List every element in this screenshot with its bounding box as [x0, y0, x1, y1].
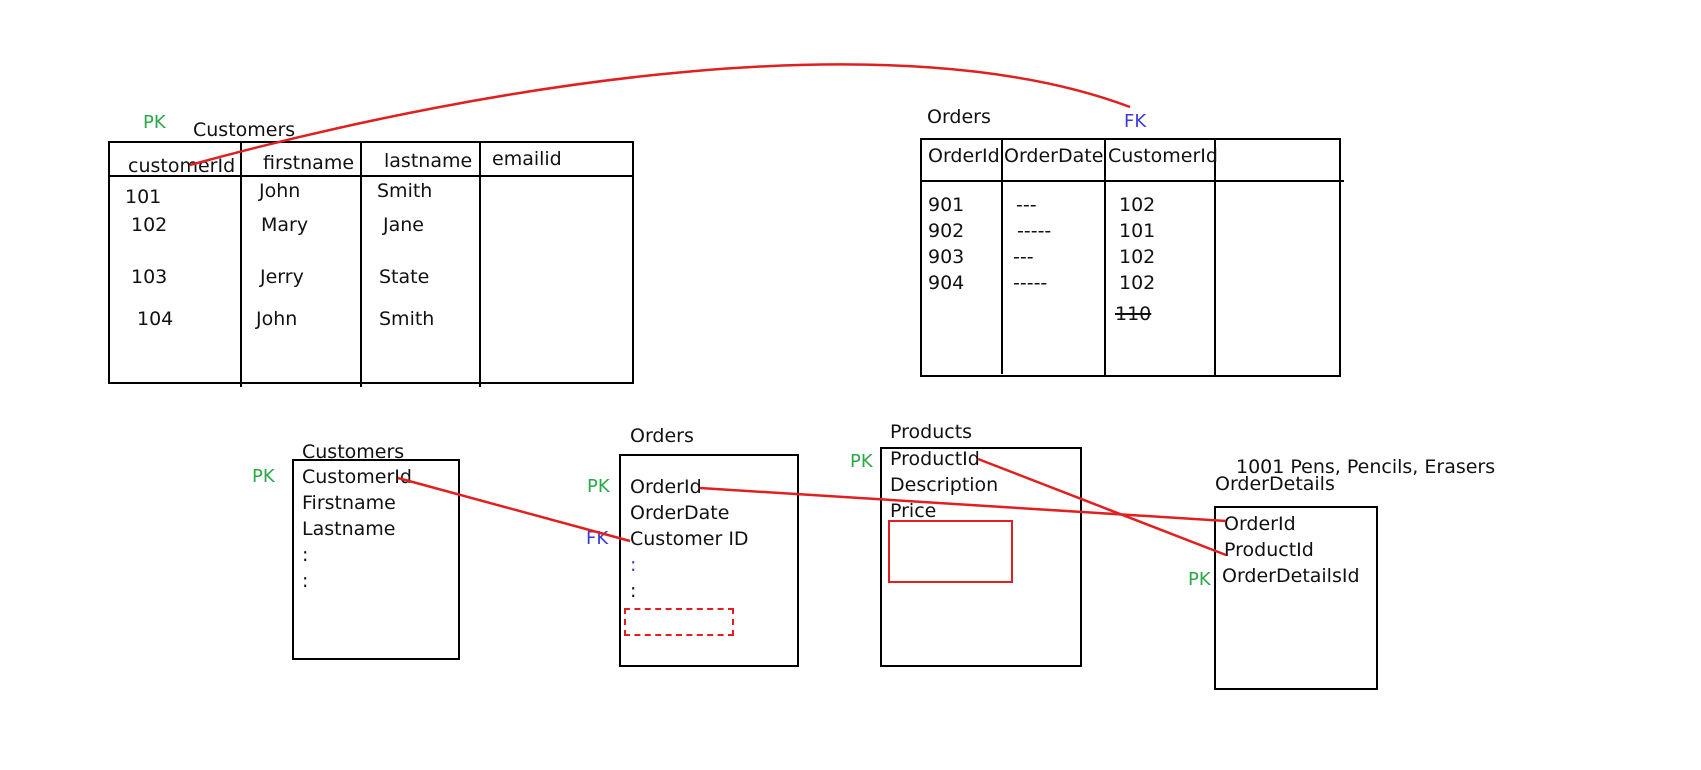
pk-label-top-customers: PK	[143, 112, 166, 133]
entity-field: :	[302, 544, 309, 566]
top-customers-col-divider	[479, 141, 481, 387]
pk-label-bottom-customers: PK	[252, 466, 275, 487]
relationship-line-customerid-fk	[189, 63, 1131, 167]
top-customers-table	[108, 141, 634, 384]
entity-field: Lastname	[302, 518, 396, 540]
table-cell: -----	[1013, 272, 1048, 294]
table-cell: Smith	[379, 308, 435, 330]
bottom-orderdetails-title: OrderDetails	[1215, 473, 1335, 495]
entity-field: OrderDate	[630, 502, 730, 524]
table-cell: State	[379, 266, 430, 288]
table-cell: ---	[1016, 194, 1037, 216]
entity-field: :	[630, 580, 637, 602]
table-cell: Smith	[377, 180, 433, 202]
entity-field: OrderId	[630, 476, 702, 498]
table-cell: 104	[137, 308, 174, 330]
table-cell: 102	[1119, 272, 1156, 294]
table-cell: -----	[1017, 220, 1052, 242]
top-customers-title: Customers	[193, 119, 296, 141]
table-cell: 101	[125, 186, 162, 208]
top-orders-col-divider	[1214, 138, 1216, 377]
top-orders-header-divider	[920, 180, 1344, 182]
table-cell: John	[259, 180, 301, 202]
top-orders-header-customerid: CustomerId	[1108, 145, 1218, 167]
table-cell: 102	[131, 214, 168, 236]
bottom-products-title: Products	[890, 421, 973, 443]
table-cell: Jane	[383, 214, 424, 236]
top-orders-table	[920, 138, 1341, 377]
entity-field: ProductId	[890, 448, 980, 470]
bottom-orders-title: Orders	[630, 425, 694, 447]
relationship-line-customer-order	[397, 476, 631, 543]
table-cell: 904	[928, 272, 965, 294]
top-customers-header-lastname: lastname	[384, 150, 473, 172]
table-cell: 903	[928, 246, 965, 268]
entity-field: ProductId	[1224, 539, 1314, 561]
fk-label-top-orders: FK	[1124, 111, 1147, 132]
entity-field: Price	[890, 500, 937, 522]
top-customers-col-divider	[360, 141, 362, 387]
top-customers-header-firstname: firstname	[263, 152, 355, 174]
entity-field: :	[302, 570, 309, 592]
top-orders-header-orderdate: OrderDate	[1004, 145, 1104, 167]
entity-field: Firstname	[302, 492, 396, 514]
entity-field: Customer ID	[630, 528, 749, 550]
entity-field: OrderId	[1224, 513, 1296, 535]
table-cell: ---	[1013, 246, 1034, 268]
redacted-area	[888, 520, 1013, 583]
bottom-customers-title: Customers	[302, 441, 405, 463]
table-cell: 902	[928, 220, 965, 242]
entity-field: :	[630, 554, 637, 576]
orderdetails-note: 1001 Pens, Pencils, Erasers	[1236, 456, 1496, 478]
pk-label-bottom-products: PK	[850, 451, 873, 472]
table-cell: Jerry	[260, 266, 304, 288]
redacted-area	[624, 608, 734, 636]
top-orders-header-orderid: OrderId	[928, 145, 1000, 167]
bottom-orderdetails-entity	[1214, 506, 1378, 690]
relationship-line-product-orderdetails	[977, 457, 1227, 557]
relationship-line-order-orderdetails	[699, 486, 1227, 523]
top-orders-col-divider	[1104, 138, 1106, 377]
table-cell: 102	[1119, 194, 1156, 216]
table-cell: John	[256, 308, 298, 330]
table-cell: 101	[1119, 220, 1156, 242]
top-customers-col-divider	[240, 141, 242, 387]
pk-label-bottom-orderdetails: PK	[1188, 569, 1211, 590]
top-orders-title: Orders	[927, 106, 991, 128]
bottom-customers-entity	[292, 459, 460, 660]
top-customers-header-emailid: emailid	[492, 148, 562, 170]
top-orders-col-divider	[1001, 138, 1003, 374]
bottom-orders-entity	[619, 454, 799, 667]
struck-value: 110	[1115, 303, 1152, 325]
table-cell: 901	[928, 194, 965, 216]
bottom-products-entity	[880, 447, 1082, 667]
entity-field: CustomerId	[302, 466, 412, 488]
pk-label-bottom-orders: PK	[587, 476, 610, 497]
entity-field: Description	[890, 474, 999, 496]
table-cell: 102	[1119, 246, 1156, 268]
top-customers-header-divider	[108, 175, 634, 177]
table-cell: 103	[131, 266, 168, 288]
entity-field: OrderDetailsId	[1222, 565, 1360, 587]
table-cell: Mary	[261, 214, 309, 236]
